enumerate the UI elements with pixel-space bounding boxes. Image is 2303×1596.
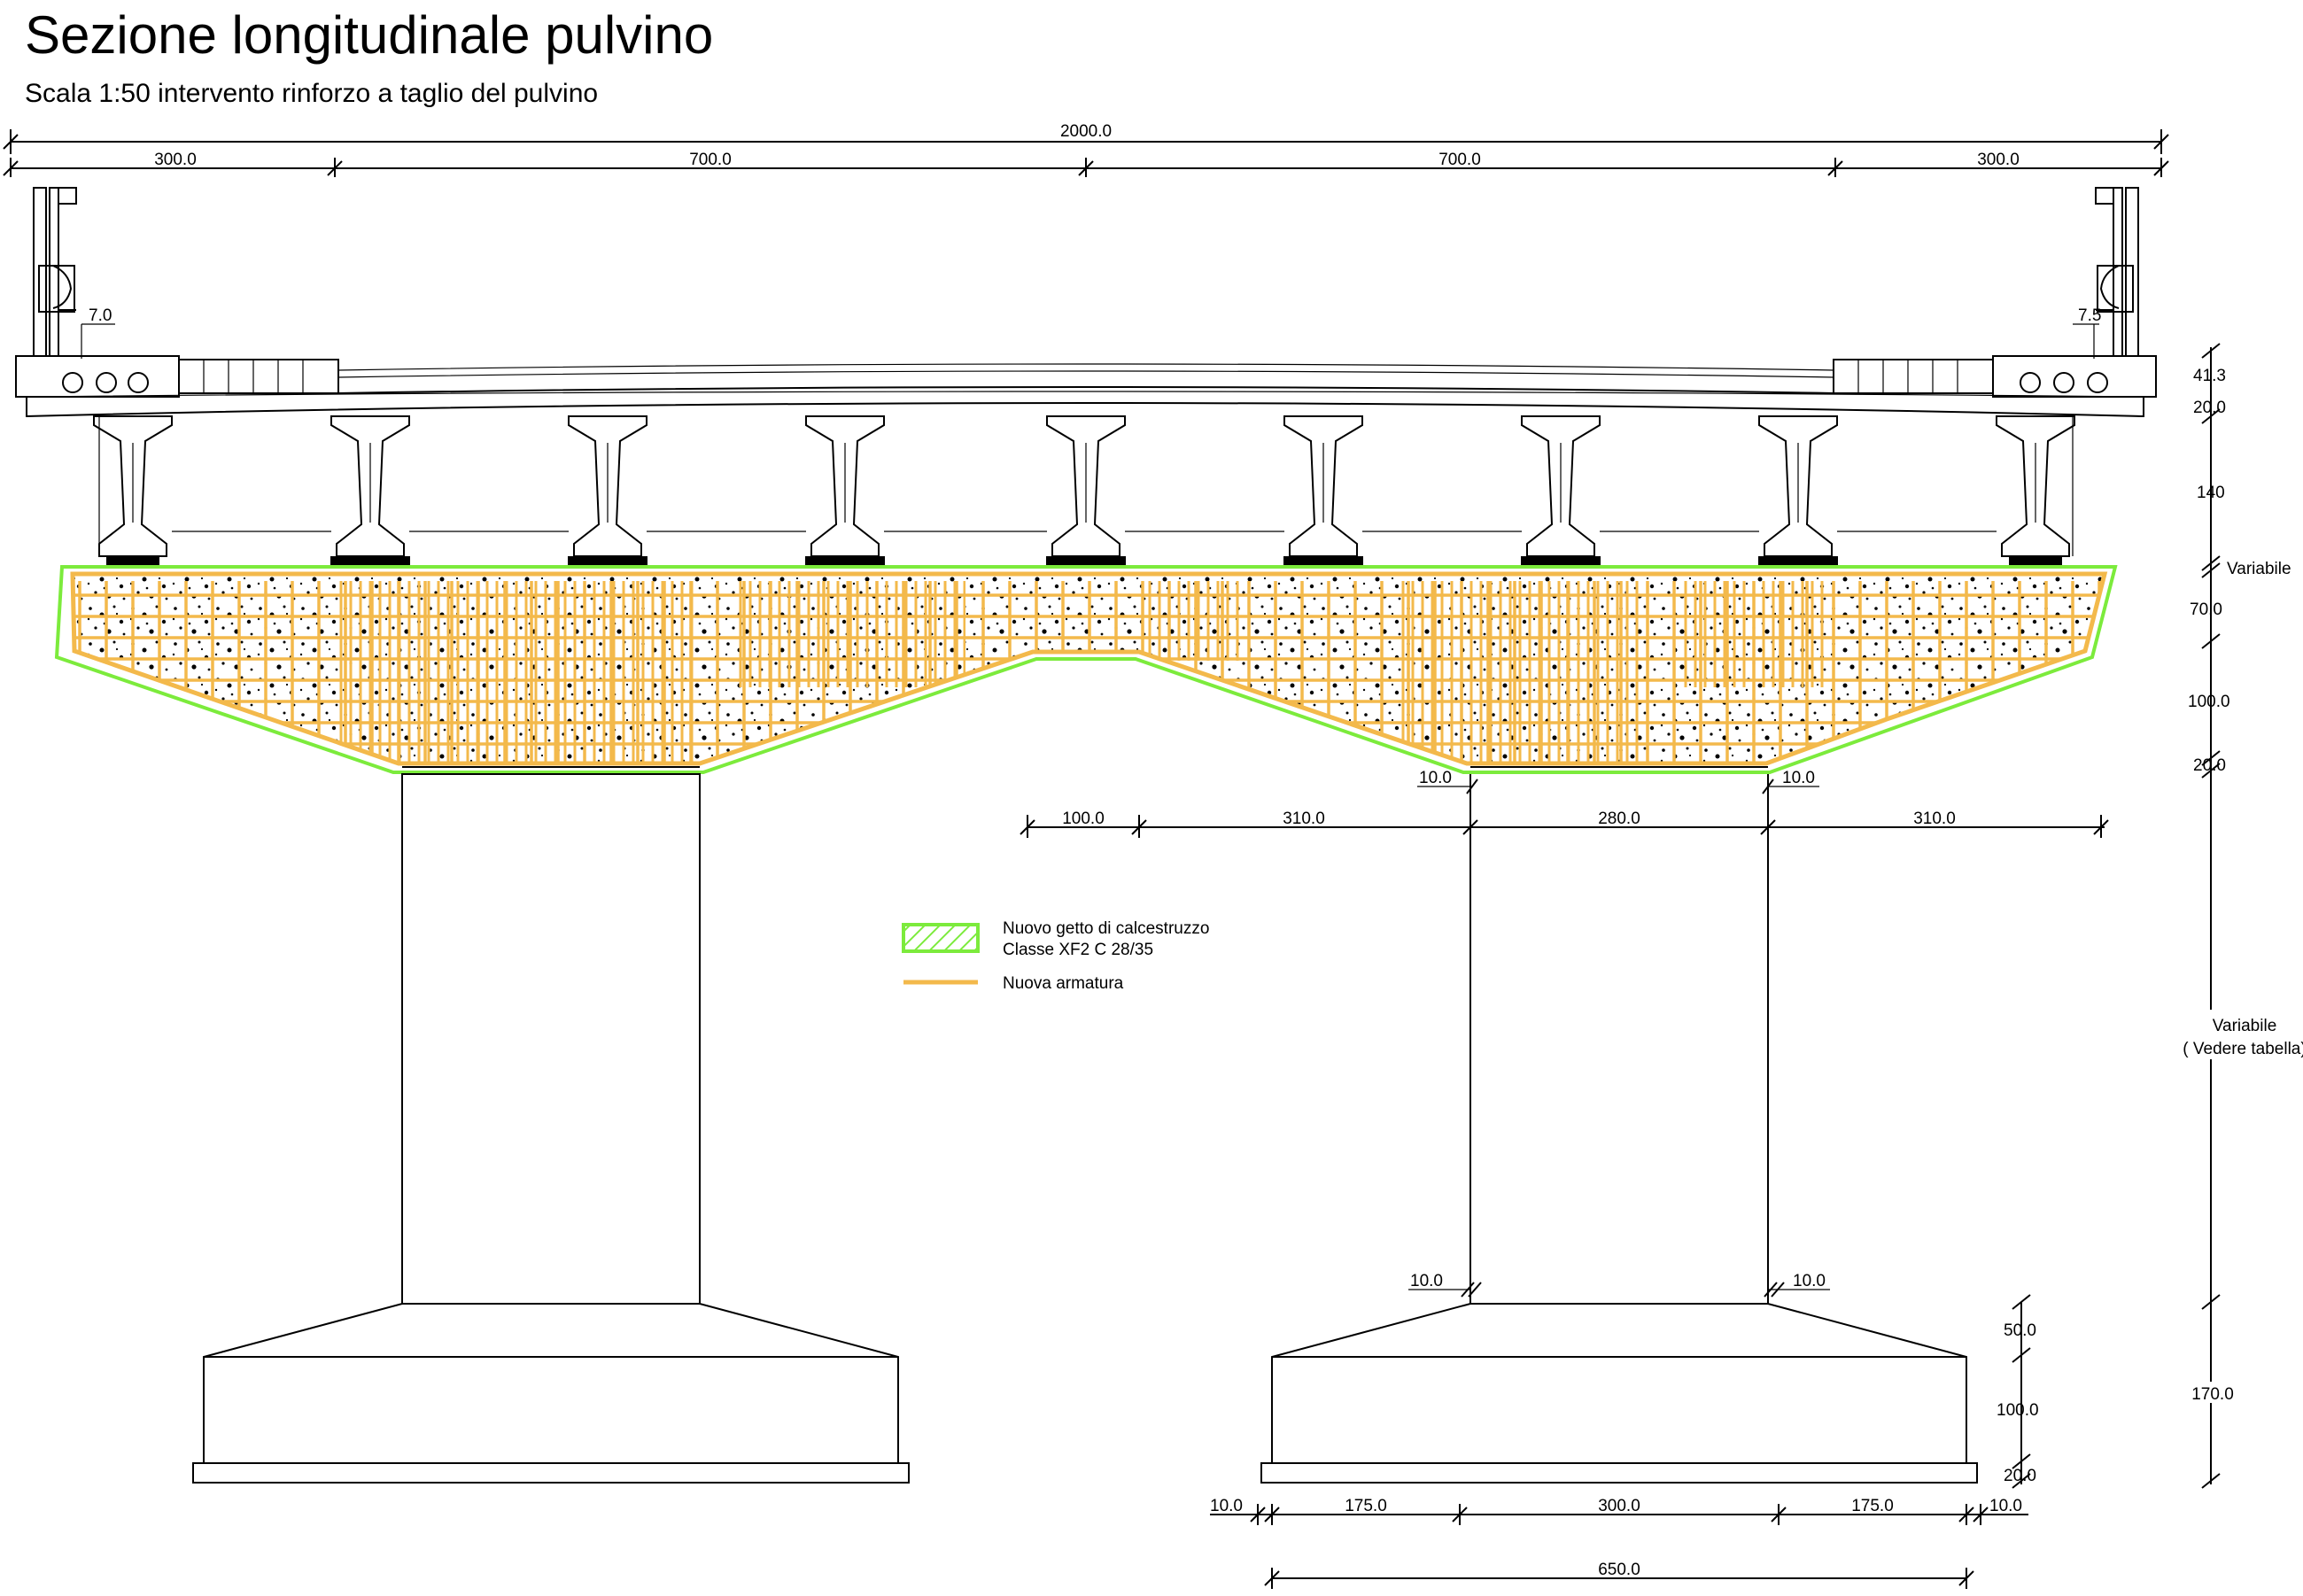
dim-seg-1: 300.0 [154,151,197,169]
dim-cap-2: 310.0 [1283,810,1325,828]
page-title: Sezione longitudinale pulvino [25,5,713,65]
dim-r-2: 20.0 [2193,399,2226,417]
legend-concrete-line2: Classe XF2 C 28/35 [1003,941,1153,959]
dim-total-width: 2000.0 [1060,122,1112,141]
right-vertical-dimensions: 41.3 20.0 140 Variabile 70.0 100.0 20.0 … [2183,343,2303,1489]
dim-pier-top-left: 10.0 [1419,769,1452,787]
bearing-8 [1758,556,1838,565]
cap-mid-dimension-row: 100.0 310.0 280.0 310.0 [1020,810,2109,838]
dim-foot-b-3: 300.0 [1598,1497,1640,1515]
dim-foot-b-5: 10.0 [1989,1497,2022,1515]
precast-beams [93,415,2075,557]
top-dimension-chain: 2000.0 300.0 700.0 700.0 300.0 [3,122,2169,177]
bearing-1 [106,556,159,565]
dim-foot-r-1: 50.0 [2004,1321,2036,1340]
dim-cap-1: 100.0 [1062,810,1105,828]
left-curb [15,355,339,398]
dim-foot-b-2: 175.0 [1345,1497,1387,1515]
curb-dim-left: 7.0 [81,306,115,359]
right-pier [1469,766,1769,1304]
pier-top-offsets: 10.0 10.0 [1417,769,1819,794]
dim-footing-total: 650.0 [1598,1561,1640,1579]
dim-pier-top-right: 10.0 [1782,769,1815,787]
bearing-7 [1521,556,1601,565]
dim-r-3: 140 [2197,484,2225,502]
dim-seg-2: 700.0 [689,151,732,169]
dim-cap-3: 280.0 [1598,810,1640,828]
dim-right-small: 7.5 [2078,306,2101,325]
deck-slab [26,363,2144,418]
legend: Nuovo getto di calcestruzzo Classe XF2 C… [902,919,1209,993]
pier-cap-reinforcement [54,565,2118,774]
pier-height-label-1: Variabile [2213,1017,2277,1035]
bearing-4 [805,556,885,565]
left-guardrail [33,187,77,357]
dim-r-1: 41.3 [2193,367,2226,385]
curb-dim-right: 7.5 [2073,306,2101,359]
dim-r-6: 100.0 [2188,693,2230,711]
dim-footing-total-right: 170.0 [2191,1385,2234,1404]
legend-concrete-line1: Nuovo getto di calcestruzzo [1003,919,1209,938]
new-concrete-outline [54,565,2118,774]
bearing-6 [1283,556,1363,565]
dim-r-5: 70.0 [2190,600,2222,619]
page-subtitle: Scala 1:50 intervento rinforzo a taglio … [25,79,598,108]
dim-cap-4: 310.0 [1913,810,1956,828]
dim-pier-bottom-right: 10.0 [1793,1272,1826,1290]
bearing-9 [2009,556,2062,565]
pier-height-label-2: ( Vedere tabella) [2183,1040,2303,1058]
dim-left-small: 7.0 [89,306,112,325]
bearing-5 [1046,556,1126,565]
legend-rebar: Nuova armatura [1003,974,1124,993]
right-guardrail [2095,187,2139,357]
bearings [106,556,2062,565]
bearing-2 [330,556,410,565]
footing-right-dimensions: 50.0 100.0 20.0 [1997,1294,2039,1489]
dim-foot-r-2: 100.0 [1997,1401,2039,1420]
dim-r-7: 20.0 [2193,756,2226,775]
cap-rebar-outline [70,571,2108,766]
footing-bottom-dimension-row: 10.0 175.0 300.0 175.0 10.0 650.0 [1210,1497,2028,1589]
dim-seg-4: 300.0 [1977,151,2020,169]
dim-foot-b-1: 10.0 [1210,1497,1243,1515]
left-pier [401,766,701,1305]
dim-pier-bottom-left: 10.0 [1410,1272,1443,1290]
right-curb [1833,355,2157,398]
beam-1 [93,415,173,557]
green-hatch-swatch-icon [902,923,980,953]
dim-foot-b-4: 175.0 [1851,1497,1894,1515]
beam-9 [1996,415,2075,557]
right-footing [1260,1303,1978,1484]
dim-seg-3: 700.0 [1438,151,1481,169]
bearing-3 [568,556,647,565]
dim-r-4: Variabile [2227,560,2291,578]
pier-bottom-offsets: 10.0 10.0 [1408,1272,1830,1298]
left-footing [192,1303,910,1484]
dim-foot-r-3: 20.0 [2004,1467,2036,1485]
